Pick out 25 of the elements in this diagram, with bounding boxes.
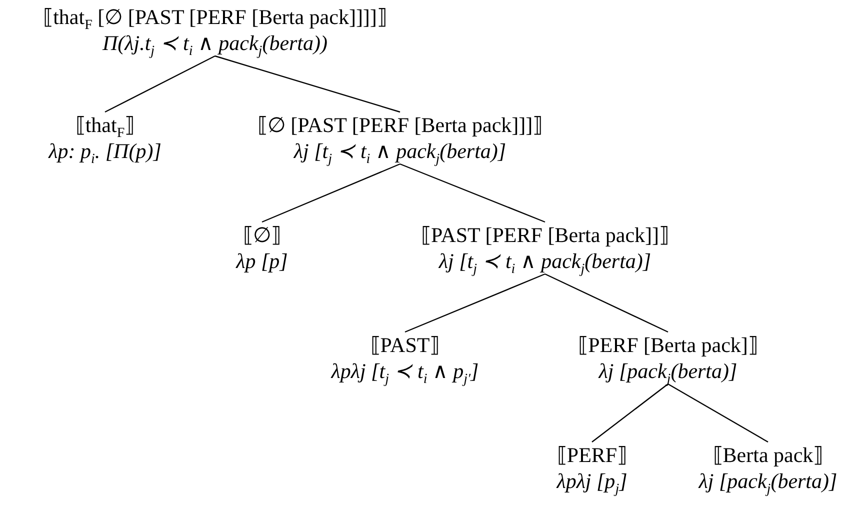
formula: λpλj [p$_{j}$]: [556, 468, 628, 494]
formula: λp [p]: [236, 248, 288, 274]
tree-branch-line: [214, 55, 400, 113]
formula: λpλj [t$_{j}$ ≺ t$_{i}$ ∧ p$_{j′}$]: [331, 358, 479, 384]
node-label: ⟦PAST⟧: [370, 332, 440, 358]
tree-branch-line: [668, 383, 768, 443]
node-label: ⟦PERF⟧: [556, 442, 628, 468]
tree-branch-line: [104, 55, 216, 113]
node-label: ⟦that$_{F}$ [∅ [PAST [PERF [Berta pack]]]]⟧: [43, 4, 387, 30]
formula: Π(λj.t$_{j}$ ≺ t$_{i}$ ∧ pack$_{j}$(berta)): [102, 30, 328, 56]
formula: λj [pack$_{j}$(berta)]: [698, 468, 838, 494]
node-label: ⟦PAST [PERF [Berta pack]]⟧: [420, 222, 670, 248]
node-label: ⟦∅⟧: [243, 222, 281, 248]
formula: λj [t$_{j}$ ≺ t$_{i}$ ∧ pack$_{j}$(berta)]: [438, 248, 652, 274]
node-label: ⟦∅ [PAST [PERF [Berta pack]]]⟧: [257, 112, 543, 138]
node-label: ⟦PERF [Berta pack]⟧: [578, 332, 758, 358]
formula: λp: p$_{i}$. [Π(p)]: [48, 138, 162, 164]
tree-branch-line: [404, 273, 546, 333]
node-label: ⟦that$_{F}$⟧: [75, 112, 135, 138]
tree-branch-line: [400, 163, 546, 223]
tree-branch-line: [262, 163, 400, 223]
node-label: ⟦Berta pack⟧: [712, 442, 824, 468]
formula: λj [t$_{j}$ ≺ t$_{i}$ ∧ pack$_{j}$(berta)]: [294, 138, 506, 164]
tree-branch-line: [592, 384, 668, 442]
tree-branch-line: [544, 273, 668, 333]
